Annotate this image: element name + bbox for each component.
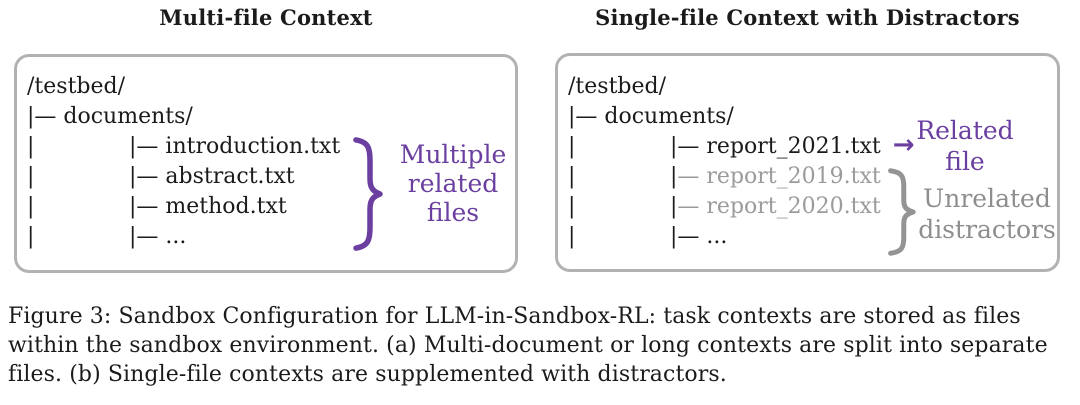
- tree-file-distractor: — report_2020.txt: [677, 194, 881, 219]
- tree-dir: |— documents/: [568, 104, 734, 129]
- tree-row: /testbed/: [27, 72, 193, 102]
- tree-file-distractor: — report_2019.txt: [677, 164, 881, 189]
- tree-path: /testbed/: [568, 74, 667, 99]
- tree-row: | |— method.txt: [27, 192, 287, 222]
- tree-row: |— documents/: [27, 102, 193, 132]
- tree-file: — introduction.txt: [136, 134, 341, 159]
- label-line: Multiple: [399, 140, 507, 169]
- panel-title-single-file: Single-file Context with Distractors: [595, 5, 1020, 30]
- panel-title-multi-file: Multi-file Context: [159, 5, 373, 30]
- tree-pipe: |: [568, 164, 576, 189]
- unrelated-distractors-label: Unrelated distractors: [912, 183, 1062, 245]
- label-line: related: [407, 169, 499, 198]
- multi-file-box: [14, 54, 518, 273]
- file-tree-multi: /testbed/ |— documents/ | |— introductio…: [27, 72, 340, 252]
- tree-row: | |— report_2021.txt→: [568, 130, 915, 162]
- caption-line: within the sandbox environment. (a) Mult…: [8, 333, 1048, 358]
- tree-pipe: |: [129, 194, 137, 219]
- tree-row: | |— ...: [27, 222, 193, 252]
- label-line: Unrelated: [923, 184, 1051, 213]
- tree-file: — abstract.txt: [136, 164, 295, 189]
- tree-dir: |— documents/: [27, 104, 193, 129]
- tree-path: /testbed/: [27, 74, 126, 99]
- curly-brace-icon: [884, 167, 916, 257]
- tree-pipe: |: [129, 224, 137, 249]
- related-file-arrow-icon: →: [892, 130, 915, 160]
- related-file-label: Related file: [898, 115, 1032, 177]
- file-tree-single: /testbed/ |— documents/ | |— report_2021…: [568, 72, 915, 252]
- label-line: files: [426, 198, 480, 227]
- tree-pipe: |: [670, 194, 678, 219]
- tree-row: | |— report_2019.txt: [568, 162, 881, 192]
- tree-pipe: |: [27, 224, 35, 249]
- tree-file: — method.txt: [136, 194, 287, 219]
- tree-pipe: |: [27, 134, 35, 159]
- tree-row: /testbed/: [568, 72, 734, 102]
- tree-row: | |— introduction.txt: [27, 132, 340, 162]
- single-file-box: [555, 53, 1060, 272]
- caption-line: Figure 3: Sandbox Configuration for LLM-…: [8, 304, 1021, 329]
- tree-pipe: |: [568, 194, 576, 219]
- tree-row: | |— abstract.txt: [27, 162, 295, 192]
- figure-caption: Figure 3: Sandbox Configuration for LLM-…: [8, 302, 1076, 389]
- curly-brace-icon: [349, 135, 383, 253]
- tree-pipe: |: [129, 134, 137, 159]
- tree-pipe: |: [670, 134, 678, 159]
- tree-pipe: |: [129, 164, 137, 189]
- tree-pipe: |: [670, 224, 678, 249]
- caption-line: files. (b) Single-file contexts are supp…: [8, 362, 727, 387]
- tree-pipe: |: [568, 224, 576, 249]
- tree-row: | |— ...: [568, 222, 734, 252]
- tree-row: | |— report_2020.txt: [568, 192, 881, 222]
- tree-pipe: |: [670, 164, 678, 189]
- tree-ellipsis: — ...: [677, 224, 728, 249]
- multiple-related-files-label: Multiple related files: [384, 140, 522, 227]
- label-line: Related: [916, 116, 1014, 145]
- tree-pipe: |: [27, 164, 35, 189]
- tree-pipe: |: [27, 194, 35, 219]
- tree-row: |— documents/: [568, 102, 734, 132]
- tree-file-related: — report_2021.txt: [677, 134, 881, 159]
- tree-ellipsis: — ...: [136, 224, 187, 249]
- label-line: distractors: [918, 215, 1056, 244]
- label-line: file: [945, 147, 985, 176]
- tree-pipe: |: [568, 134, 576, 159]
